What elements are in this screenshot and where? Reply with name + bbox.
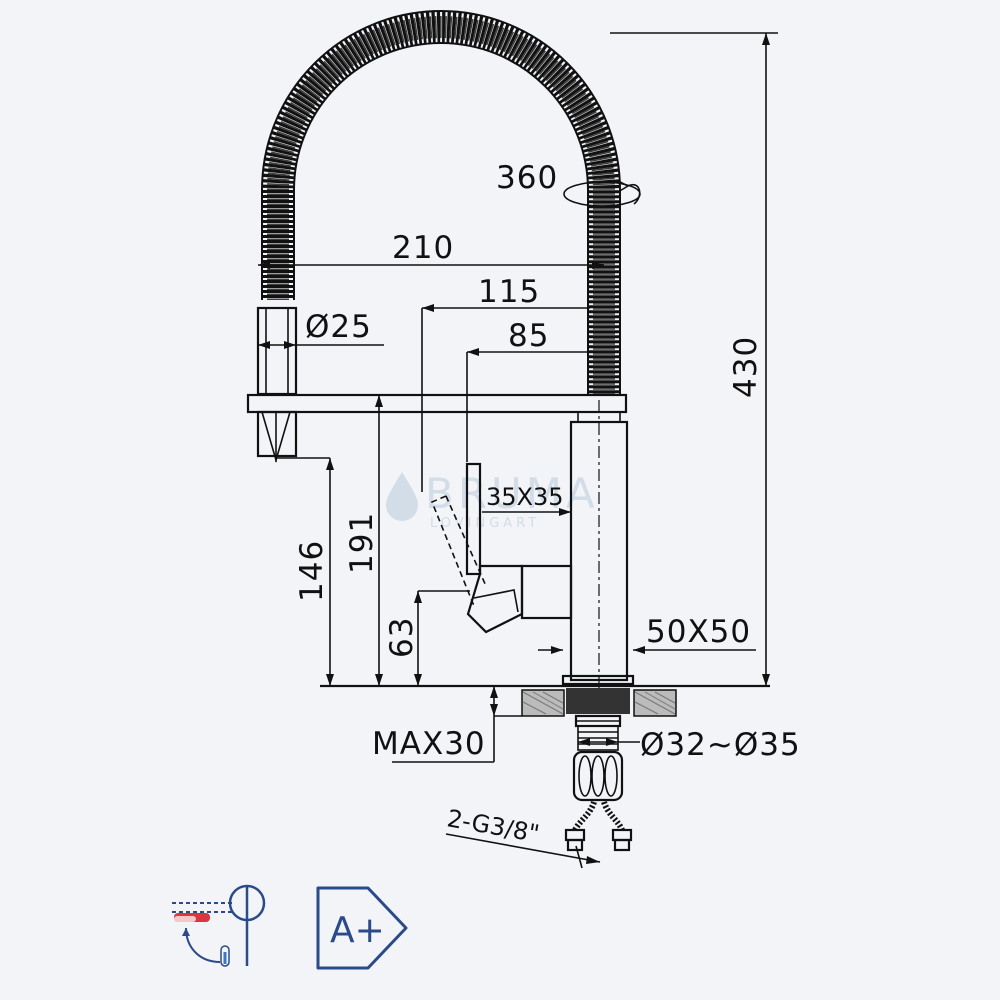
spout-arm bbox=[246, 393, 628, 414]
dimension-reach-lever: 85 bbox=[508, 318, 549, 354]
spray-head bbox=[256, 306, 298, 463]
dimension-line-146 bbox=[276, 457, 334, 686]
dimension-line-d25 bbox=[258, 341, 384, 349]
dimension-max-thickness: MAX30 bbox=[372, 726, 486, 762]
dimension-spout-height: 191 bbox=[344, 512, 380, 574]
energy-class-badge: A+ bbox=[316, 886, 408, 970]
dimension-spray-diameter: Ø25 bbox=[305, 309, 372, 345]
dimension-line-85 bbox=[466, 348, 590, 462]
dimension-line-35x35 bbox=[482, 508, 571, 516]
lever-handle bbox=[430, 462, 573, 634]
dimension-line-max30 bbox=[392, 686, 522, 763]
dimension-lever-height: 63 bbox=[384, 617, 420, 658]
dimension-line-210 bbox=[258, 261, 604, 269]
dimension-line-191 bbox=[375, 395, 383, 686]
dimension-base-section: 50X50 bbox=[646, 614, 751, 650]
watermark-brand: BRUMA bbox=[425, 469, 599, 518]
water-drop-icon bbox=[386, 472, 418, 521]
dimension-line-50x50 bbox=[538, 646, 756, 654]
dimension-line-connections bbox=[445, 833, 601, 869]
energy-class-label: A+ bbox=[330, 910, 385, 951]
dimension-spray-bottom-height: 146 bbox=[294, 540, 330, 602]
cold-start-icon bbox=[172, 884, 266, 967]
dimension-line-hole bbox=[578, 738, 640, 746]
dimension-line-115 bbox=[421, 304, 590, 492]
flexible-hose bbox=[261, 10, 621, 395]
deck-base bbox=[320, 674, 770, 728]
dimension-reach-handle: 115 bbox=[478, 274, 540, 310]
dimension-reach-total: 210 bbox=[392, 230, 454, 266]
dimension-total-height: 430 bbox=[728, 336, 764, 398]
watermark-tagline: LOVINGART bbox=[430, 516, 540, 531]
supply-hoses bbox=[564, 800, 633, 852]
mounting-shank bbox=[572, 725, 624, 802]
dimension-rotation: 360 bbox=[496, 160, 558, 196]
rotation-indicator bbox=[563, 179, 641, 207]
dimension-line-63 bbox=[414, 590, 470, 686]
dimension-body-section: 35X35 bbox=[486, 483, 564, 511]
dimension-line-430 bbox=[610, 32, 778, 686]
dimension-hole-diameter: Ø32~Ø35 bbox=[640, 727, 801, 763]
faucet-body bbox=[569, 400, 629, 690]
dimension-connections: 2-G3/8" bbox=[445, 804, 542, 848]
